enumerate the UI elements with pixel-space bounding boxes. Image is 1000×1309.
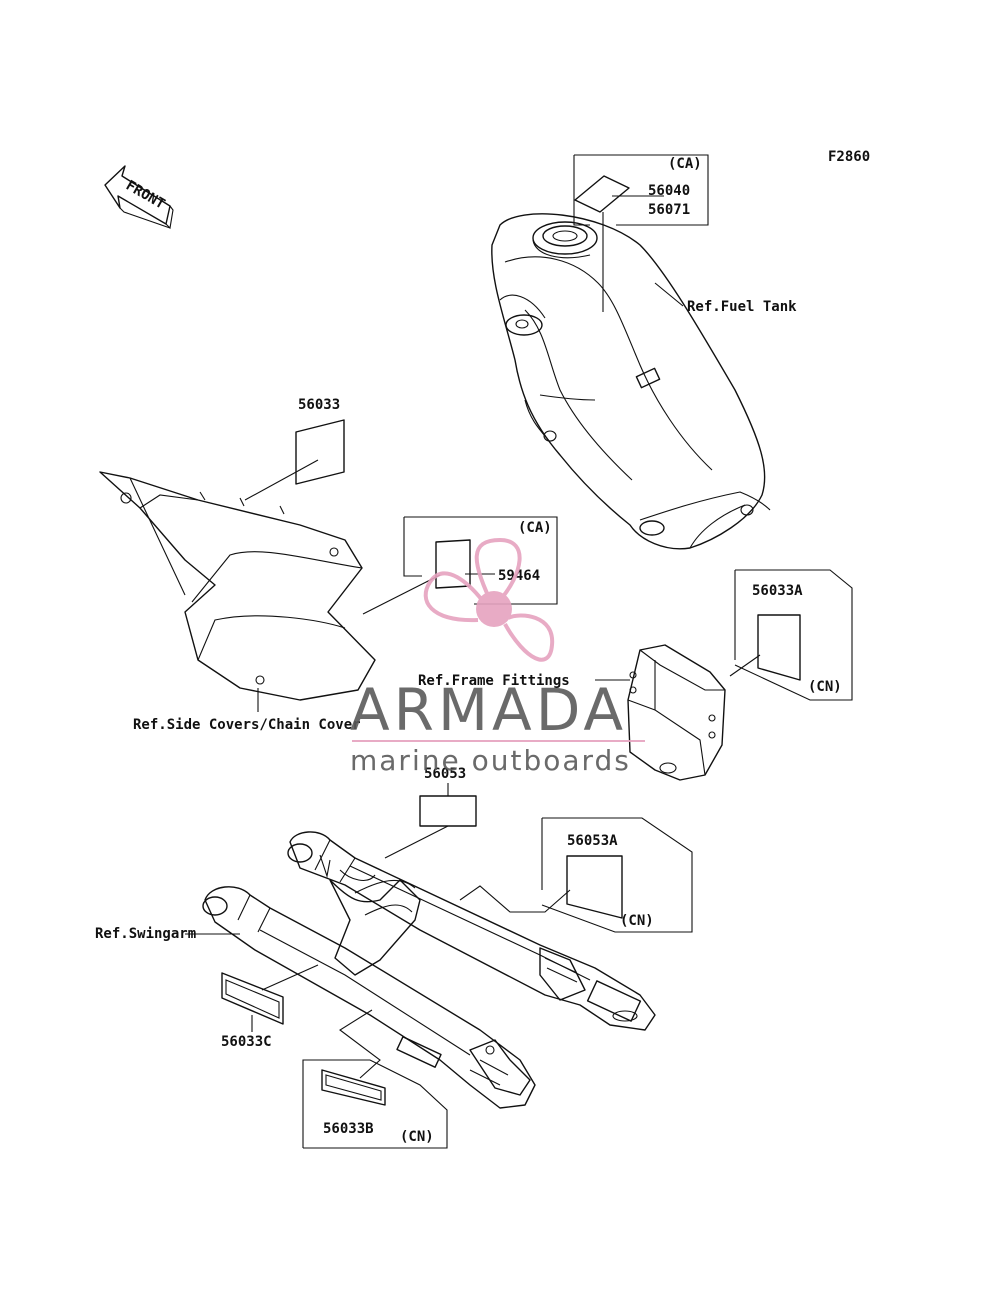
decal-56040 (574, 175, 630, 213)
side-cover-drawing (99, 471, 376, 701)
propeller-logo-icon (423, 537, 555, 662)
label-ref-side-covers: Ref.Side Covers/Chain Cover (133, 717, 361, 733)
label-56053: 56053 (424, 766, 466, 782)
armada-watermark: ARMADA marine outboards (350, 537, 645, 777)
label-56033B: 56033B (323, 1121, 374, 1137)
label-ref-frame-fittings: Ref.Frame Fittings (418, 673, 570, 689)
label-59464: 59464 (498, 568, 540, 584)
decal-56053A (566, 855, 623, 919)
decal-56033 (295, 419, 345, 485)
label-ref-fuel-tank: Ref.Fuel Tank (687, 299, 797, 315)
label-ref-swingarm: Ref.Swingarm (95, 926, 196, 942)
front-arrow-icon: FRONT (104, 165, 174, 230)
label-56053A: 56053A (567, 833, 618, 849)
label-ca-mid: (CA) (518, 520, 552, 536)
fuel-tank-drawing (491, 213, 771, 550)
decal-56053 (419, 795, 477, 827)
label-56040: 56040 (648, 183, 690, 199)
decal-56033A (757, 614, 801, 681)
watermark-tagline: marine outboards (350, 744, 631, 777)
watermark-brand: ARMADA (350, 676, 627, 744)
frame-fitting-drawing (627, 644, 726, 781)
label-ca-top: (CA) (668, 156, 702, 172)
label-56033C: 56033C (221, 1034, 272, 1050)
label-56033A: 56033A (752, 583, 803, 599)
frame-fittings-callout-box: 56033A (CN) (734, 569, 853, 701)
label-56071: 56071 (648, 202, 690, 218)
side-cover-callout-box: (CA) 59464 (362, 516, 558, 615)
swingarm-lower-callout-box: 56033B (CN) (302, 1009, 448, 1149)
swingarm-callout-box: 56053A (CN) (541, 817, 693, 933)
label-56033: 56033 (298, 397, 340, 413)
figure-code: F2860 (828, 149, 870, 165)
swingarm-drawing (202, 831, 656, 1109)
label-cn-c: (CN) (400, 1129, 434, 1145)
fuel-tank-callout-box: (CA) 56040 56071 (573, 154, 709, 312)
front-arrow-label: FRONT (123, 178, 168, 213)
label-cn-b: (CN) (620, 913, 654, 929)
decal-56033C (221, 972, 284, 1025)
decal-56033B (321, 1069, 386, 1106)
label-cn-a: (CN) (808, 679, 842, 695)
